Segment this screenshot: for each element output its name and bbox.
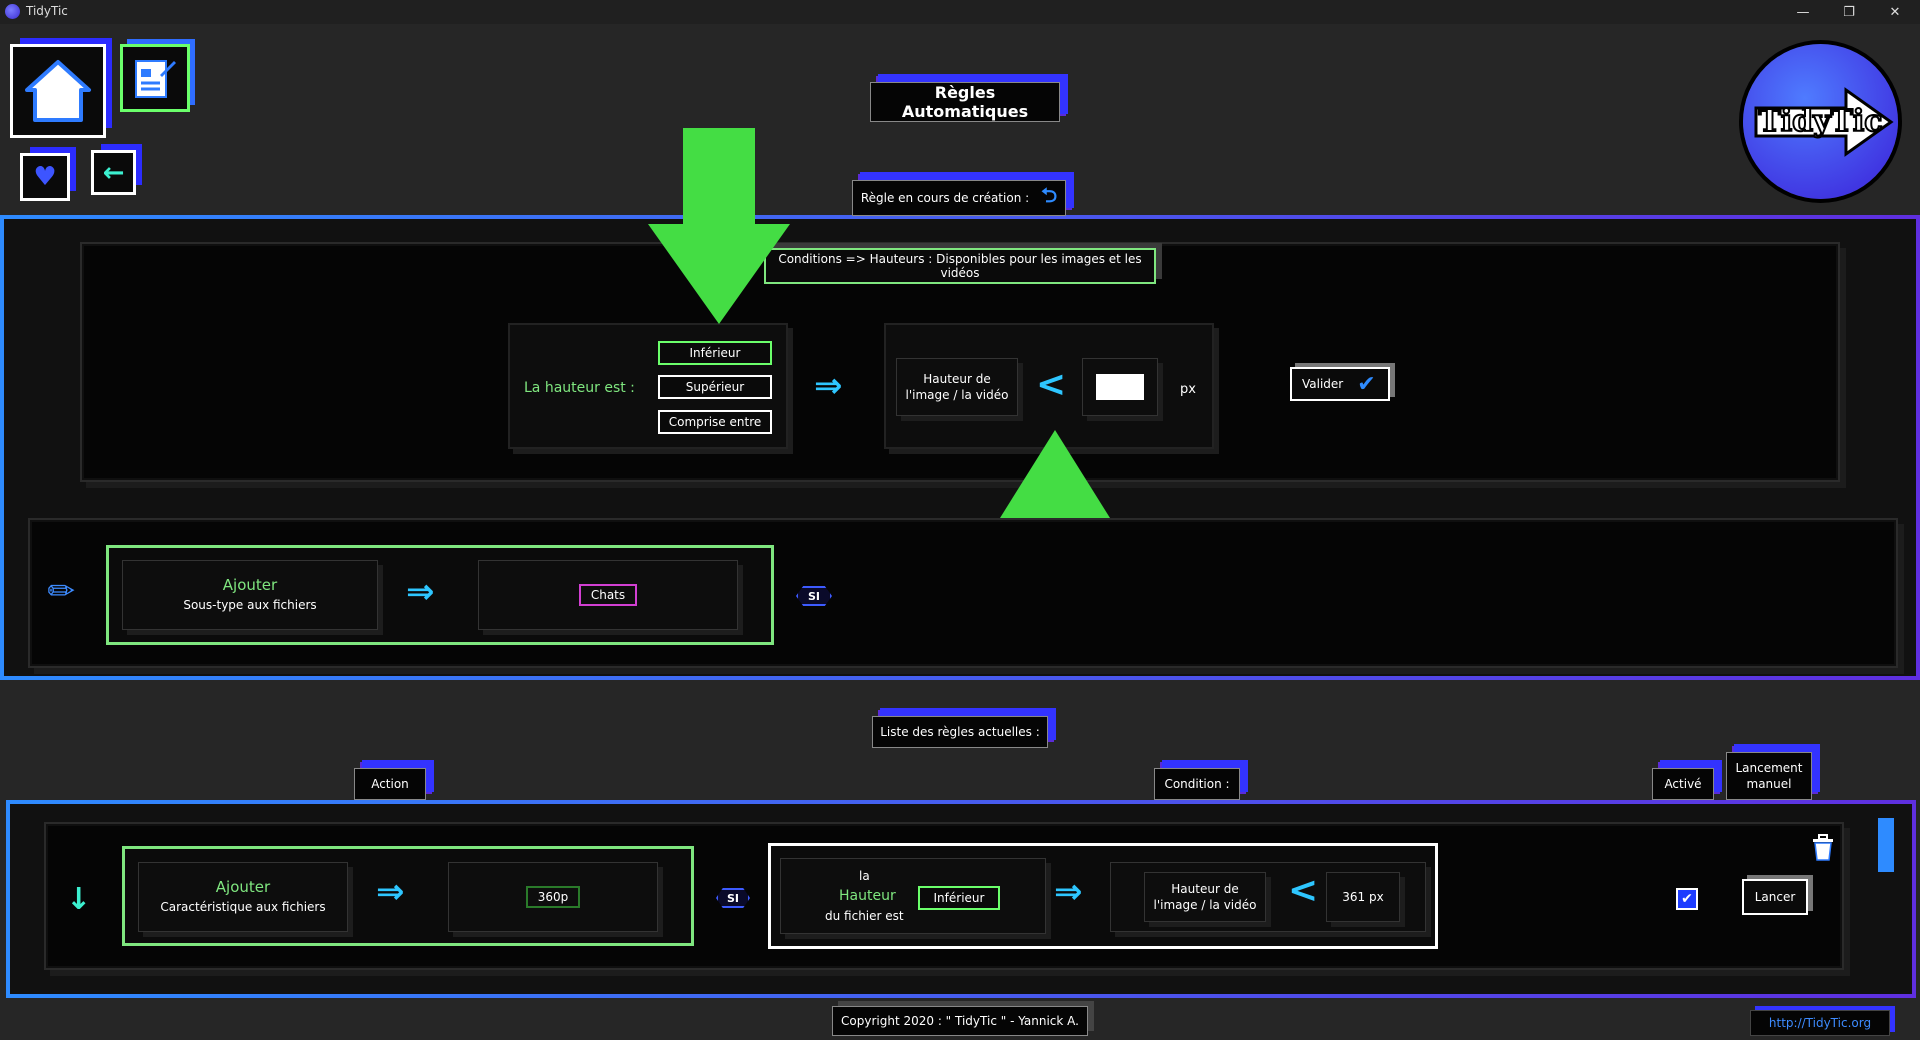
trash-icon[interactable] <box>1810 832 1836 862</box>
height-value-input[interactable] <box>1096 374 1144 400</box>
rule-less-than-icon: < <box>1288 870 1319 911</box>
rule-condition-arrow-icon: ⇒ <box>1054 872 1083 912</box>
minimize-button[interactable]: — <box>1796 4 1810 20</box>
logo-text: TidyTic <box>1757 103 1883 140</box>
col-action-header: Action <box>354 768 426 800</box>
rule-in-progress-label: Règle en cours de création : <box>860 191 1030 205</box>
option-comprise-entre[interactable]: Comprise entre <box>658 410 772 434</box>
favorites-button[interactable]: ♥ <box>20 153 70 201</box>
undo-icon[interactable]: ⮌ <box>1041 183 1058 207</box>
rule-active-checkbox[interactable]: ✔ <box>1676 888 1698 910</box>
title-bar: TidyTic — ❐ ✕ <box>0 0 1920 24</box>
green-down-arrow-annotation <box>648 128 790 324</box>
action-value-box: Chats <box>478 560 738 630</box>
option-inferieur[interactable]: Inférieur <box>658 341 772 365</box>
action-value-chats[interactable]: Chats <box>578 584 638 606</box>
rule-action-value-box: 360p <box>448 862 658 932</box>
launch-button[interactable]: Lancer <box>1742 879 1808 915</box>
back-button[interactable]: ← <box>91 150 136 195</box>
rule-in-progress-tag: Règle en cours de création : ⮌ <box>852 180 1066 216</box>
tidytic-logo: TidyTic <box>1743 44 1898 199</box>
action-title: Ajouter <box>222 576 278 594</box>
unit-px-label: px <box>1180 382 1196 397</box>
rule-condition-subject: la Hauteur du fichier est <box>780 858 1046 934</box>
copyright-text: Copyright 2020 : " TidyTic " - Yannick A… <box>832 1006 1088 1036</box>
rule-condition-operator: Inférieur <box>918 886 1000 910</box>
height-label: La hauteur est : <box>524 380 635 396</box>
arrow-left-icon: ← <box>102 157 125 188</box>
website-link[interactable]: http://TidyTic.org <box>1750 1010 1890 1036</box>
validate-button[interactable]: Valider ✔ <box>1290 367 1390 401</box>
height-target-label: Hauteur de l'image / la vidéo <box>896 358 1018 416</box>
heart-icon: ♥ <box>33 162 57 192</box>
restore-button[interactable]: ❐ <box>1843 4 1855 20</box>
close-button[interactable]: ✕ <box>1889 4 1901 20</box>
col-manual-header: Lancement manuel <box>1726 752 1812 800</box>
scrollbar-thumb[interactable] <box>1878 818 1894 872</box>
action-arrow-icon: ⇒ <box>406 572 435 612</box>
action-subtitle: Sous-type aux fichiers <box>183 598 317 612</box>
rule-action-type: Ajouter Caractéristique aux fichiers <box>138 862 348 932</box>
app-icon <box>5 4 20 19</box>
window-title: TidyTic <box>26 4 68 18</box>
col-condition-header: Condition : <box>1154 768 1240 800</box>
arrow-down-icon[interactable]: ↓ <box>66 882 92 917</box>
document-edit-icon <box>135 60 176 98</box>
rules-list-title: Liste des règles actuelles : <box>872 716 1048 748</box>
col-active-header: Activé <box>1652 768 1714 800</box>
rules-editor-button[interactable] <box>120 44 190 112</box>
page-title: Règles Automatiques <box>870 82 1060 122</box>
rule-action-value: 360p <box>525 886 581 908</box>
height-value-box <box>1082 358 1158 416</box>
logo-arrow-icon <box>1754 87 1894 157</box>
rule-condition-target: Hauteur de l'image / la vidéo <box>1144 872 1266 922</box>
double-arrow-right-icon: ⇒ <box>814 366 843 406</box>
rule-condition-value: 361 px <box>1326 872 1400 922</box>
conditions-title: Conditions => Hauteurs : Disponibles pou… <box>764 248 1156 284</box>
si-badge: SI <box>796 586 832 606</box>
home-icon <box>25 60 91 122</box>
rule-si-badge: SI <box>716 888 750 908</box>
less-than-icon: < <box>1036 364 1067 405</box>
green-up-arrow-annotation <box>1000 430 1110 600</box>
rule-action-arrow-icon: ⇒ <box>376 872 405 912</box>
action-type-box: Ajouter Sous-type aux fichiers <box>122 560 378 630</box>
option-superieur[interactable]: Supérieur <box>658 375 772 399</box>
checkmark-icon: ✔ <box>1357 371 1376 397</box>
home-button[interactable] <box>10 44 106 138</box>
